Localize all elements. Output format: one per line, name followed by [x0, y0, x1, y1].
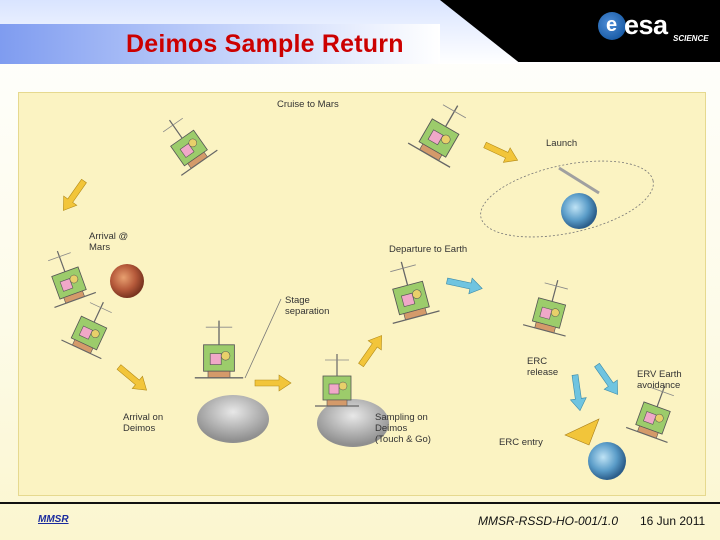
- label-erc-entry: ERC entry: [499, 437, 543, 448]
- arrow-erv-avoidance: [590, 360, 625, 400]
- earth-launch: [561, 193, 597, 229]
- label-stage-separation: Stage separation: [285, 295, 330, 317]
- footer-date: 16 Jun 2011: [640, 514, 706, 528]
- mars-planet: [110, 264, 144, 298]
- arrow-to-sampling: [254, 374, 292, 392]
- label-launch: Launch: [546, 138, 578, 149]
- mission-diagram: Cruise to Mars Launch Arrival @ Mars Dep…: [18, 92, 706, 496]
- stage-separation-pointer: [244, 298, 282, 379]
- slide-title: Deimos Sample Return: [126, 30, 404, 58]
- craft-arrival-mars-1: [36, 242, 97, 309]
- label-sampling: Sampling on Deimos (Touch & Go): [375, 412, 431, 445]
- esa-logo: e esa SCIENCE: [598, 10, 716, 46]
- craft-launch: [407, 93, 480, 168]
- deimos-arrival: [197, 395, 269, 443]
- esa-logo-circle-icon: [598, 12, 626, 40]
- header-gradient: [0, 24, 440, 64]
- label-arrival-deimos: Arrival on Deimos: [123, 412, 164, 434]
- craft-sampling: [314, 353, 360, 407]
- craft-departure: [377, 254, 441, 325]
- earth-return: [588, 442, 626, 480]
- footer-document-id: MMSR-RSSD-HO-001/1.0: [478, 514, 619, 528]
- label-arrival-mars: Arrival @ Mars: [89, 231, 129, 253]
- footer-mmsr-link[interactable]: MMSR: [38, 514, 69, 525]
- label-erc-release: ERC release: [527, 356, 559, 378]
- label-cruise: Cruise to Mars: [277, 99, 339, 110]
- esa-logo-word: esa: [624, 10, 668, 40]
- craft-cruise: [150, 106, 218, 176]
- craft-arrival-deimos: [194, 319, 244, 379]
- label-departure: Departure to Earth: [389, 244, 468, 255]
- esa-logo-sub: SCIENCE: [673, 34, 709, 43]
- esa-logo-mark: e: [606, 14, 618, 36]
- deimos-sampling: [317, 399, 389, 447]
- erc-capsule-icon: [564, 418, 600, 446]
- arrow-erc-release: [566, 373, 589, 413]
- mission-diagram-svg: [36, 93, 686, 480]
- launch-orbit: [480, 160, 654, 238]
- header-band: Deimos Sample Return e esa SCIENCE: [0, 0, 720, 64]
- launch-streak: [558, 166, 600, 195]
- arrow-to-arrival: [56, 176, 91, 216]
- arrow-to-departure: [354, 330, 389, 370]
- craft-erc-release: [522, 273, 580, 337]
- label-erv-avoidance: ERV Earth avoidance: [637, 369, 682, 391]
- footer-divider: [0, 502, 720, 504]
- arrow-to-deimos: [113, 360, 153, 397]
- craft-arrival-mars-2: [60, 292, 124, 360]
- arrow-launch: [481, 137, 522, 168]
- arrow-departure: [445, 272, 485, 297]
